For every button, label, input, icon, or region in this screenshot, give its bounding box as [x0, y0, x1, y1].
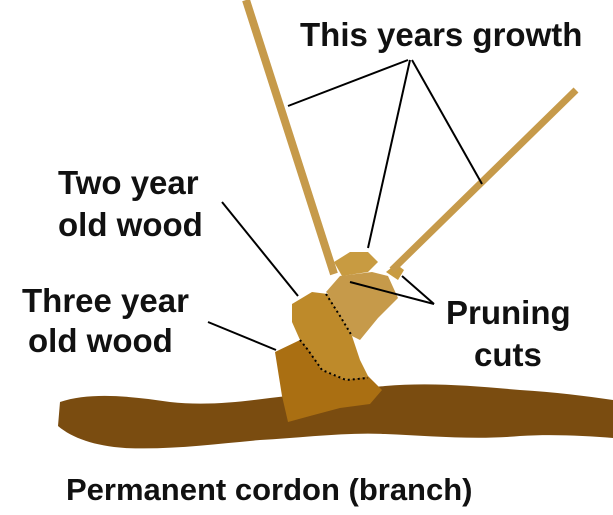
label-three-year-line2: old wood	[28, 322, 173, 359]
leader-three-year	[208, 322, 276, 350]
shoot-right	[392, 90, 576, 270]
leader-growth-2	[368, 60, 410, 248]
label-pruning-line1: Pruning	[446, 294, 571, 331]
label-two-year-line2: old wood	[58, 206, 203, 243]
label-permanent-cordon: Permanent cordon (branch)	[66, 472, 473, 507]
leader-two-year	[222, 202, 298, 296]
label-three-year-line1: Three year	[22, 282, 189, 319]
label-two-year-line1: Two year	[58, 164, 199, 201]
leader-growth-1	[288, 60, 408, 106]
label-pruning-line2: cuts	[474, 336, 542, 373]
label-this-years-growth: This years growth	[300, 16, 582, 53]
leader-growth-3	[412, 60, 482, 184]
